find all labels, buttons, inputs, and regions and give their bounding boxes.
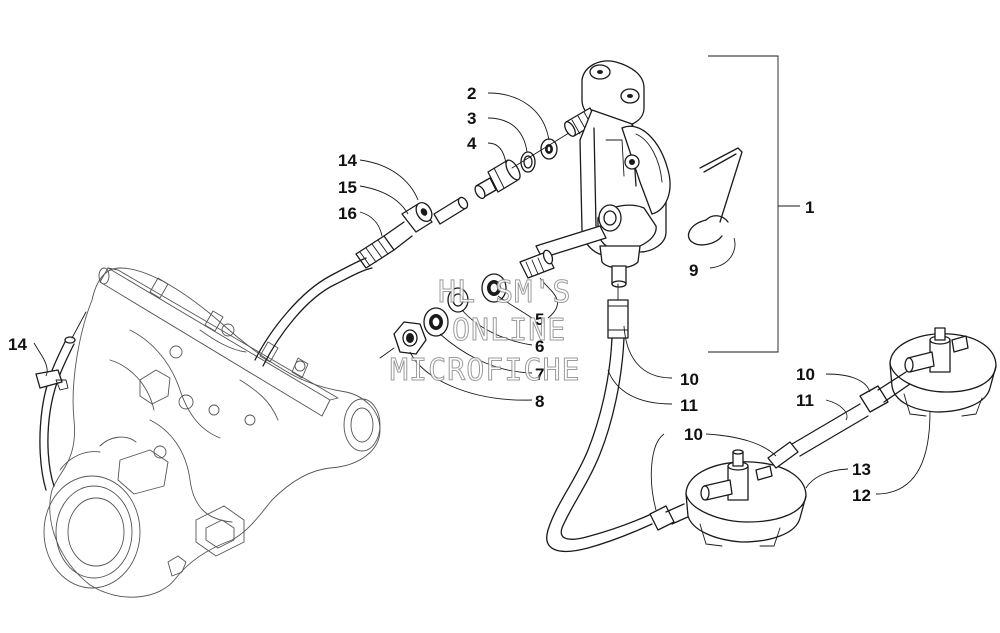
pressure-regulator	[564, 60, 671, 288]
callout-10-regulator-hose: 10	[680, 370, 699, 389]
callout-14-left: 14	[8, 335, 27, 354]
washer-5	[481, 273, 507, 303]
hose-clamp	[401, 202, 433, 233]
spring-sleeve	[355, 235, 395, 269]
o-ring-2	[540, 138, 558, 160]
assembly-bracket	[708, 55, 779, 353]
regulator-outlet-pipe	[519, 225, 607, 279]
leader-lines	[33, 92, 931, 511]
washer-7	[423, 307, 449, 337]
callout-4: 4	[467, 134, 477, 153]
callout-11-upper-right: 11	[796, 391, 814, 410]
fuel-supply-hose	[254, 196, 469, 367]
callout-10-lower: 10	[684, 425, 703, 444]
callout-15: 15	[338, 178, 357, 197]
inlet-fitting	[474, 159, 521, 200]
connecting-hose	[767, 371, 911, 469]
callout-8: 8	[535, 392, 544, 411]
callout-13: 13	[852, 460, 871, 479]
left-vent-hose	[35, 311, 87, 491]
callout-9: 9	[689, 261, 698, 280]
washer-6	[447, 287, 469, 313]
callout-2: 2	[467, 84, 476, 103]
nut-8	[393, 321, 427, 355]
watermark: HL SM'S ONLINE MICROFICHE	[390, 275, 581, 389]
watermark-line-3: MICROFICHE	[390, 353, 581, 388]
callout-labels: 1 2 3 4 5 6 7 8 9 10 10 10 11 11 12 13 1…	[8, 84, 871, 505]
callout-5: 5	[535, 310, 544, 329]
callout-6: 6	[535, 337, 544, 356]
lower-canister	[685, 449, 807, 547]
retaining-clip	[687, 147, 743, 246]
callout-3: 3	[467, 109, 476, 128]
watermark-line-2: ONLINE	[452, 313, 566, 348]
callout-11-return-hose: 11	[680, 396, 698, 415]
watermark-line-1: HL SM'S	[438, 275, 571, 310]
callout-7: 7	[535, 365, 544, 384]
callout-16: 16	[338, 204, 357, 223]
callout-10-upper-right: 10	[796, 365, 815, 384]
return-hose	[546, 283, 691, 552]
callout-1: 1	[805, 198, 814, 217]
callout-12: 12	[852, 486, 871, 505]
callout-14-upper: 14	[338, 151, 357, 170]
throttle-body-assembly	[43, 267, 381, 598]
